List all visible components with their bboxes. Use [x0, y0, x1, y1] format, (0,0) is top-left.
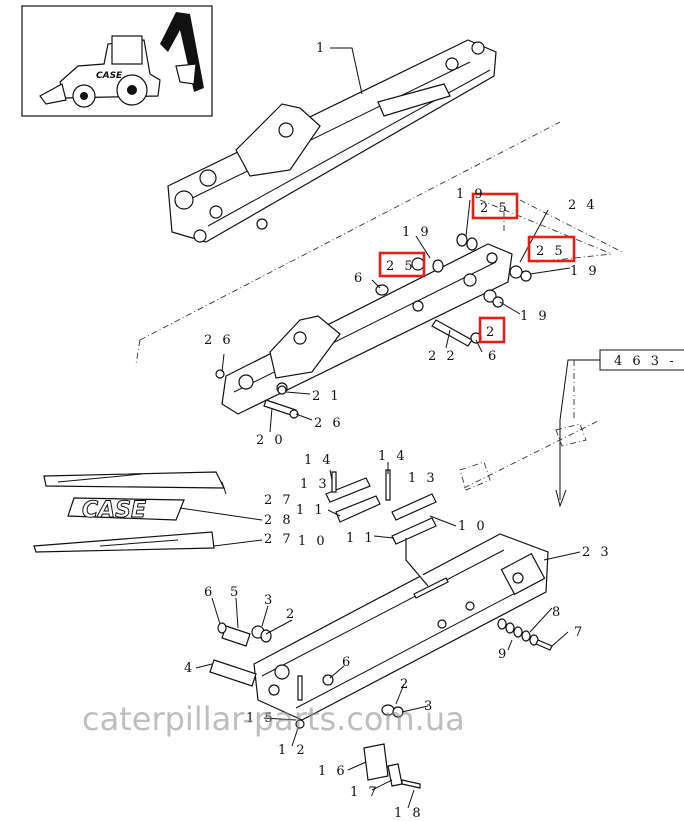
highlight-box-25-b — [527, 235, 576, 263]
middle-boom-assembly — [215, 233, 532, 419]
callout-7: 7 — [574, 625, 585, 640]
lower-arm-assembly — [209, 423, 587, 789]
callout-2-a: 2 — [486, 325, 497, 340]
thumbnail-case-logo: CASE — [96, 71, 123, 81]
callout-22: 2 2 — [428, 349, 458, 364]
callout-4: 4 — [184, 661, 195, 676]
callout-15: 1 5 — [246, 711, 276, 726]
highlight-box-25-c — [378, 251, 426, 278]
callout-2-b: 2 — [286, 607, 297, 622]
callout-5: 5 — [230, 585, 241, 600]
upper-boom-assembly — [167, 39, 497, 243]
callout-13-b: 1 3 — [408, 471, 438, 486]
callout-2-c: 2 — [400, 677, 411, 692]
callout-26-b: 2 6 — [314, 416, 344, 431]
callout-labels: 1 1 9 2 5 2 4 1 9 2 5 2 5 1 9 6 1 9 2 2 … — [184, 41, 612, 821]
callout-28: 2 8 — [264, 513, 294, 528]
highlight-box-25-a — [471, 192, 519, 220]
callout-19-d: 1 9 — [520, 309, 550, 324]
callout-16: 1 6 — [318, 764, 348, 779]
highlight-boxes — [378, 192, 576, 344]
assembly-outline — [135, 121, 623, 508]
callout-11-a: 1 1 — [296, 503, 326, 518]
callout-8: 8 — [552, 605, 563, 620]
callout-25-b: 2 5 — [536, 244, 566, 259]
callout-10-a: 1 0 — [298, 534, 328, 549]
callout-14-a: 1 4 — [304, 453, 334, 468]
callout-18: 1 8 — [394, 806, 424, 821]
callout-17: 1 7 — [350, 785, 380, 800]
callout-6-a: 6 — [354, 271, 365, 286]
callout-24: 2 4 — [568, 198, 598, 213]
callout-19-a: 1 9 — [456, 187, 486, 202]
callout-12: 1 2 — [278, 743, 308, 758]
callout-21: 2 1 — [312, 389, 342, 404]
callout-25-a: 2 5 — [480, 201, 510, 216]
callout-26-a: 2 6 — [204, 333, 234, 348]
highlight-box-2 — [478, 316, 506, 344]
callout-23: 2 3 — [582, 545, 612, 560]
reference-box-label: 4 6 3 - 0 — [614, 354, 684, 369]
callout-19-b: 1 9 — [402, 225, 432, 240]
case-decal-logo: CASE — [82, 498, 146, 523]
reference-box: 4 6 3 - 0 — [559, 349, 684, 421]
watermark: caterpillar-parts.com.ua — [82, 700, 465, 738]
callout-3-b: 3 — [424, 699, 435, 714]
machine-thumbnail: CASE — [21, 5, 213, 117]
callout-25-c: 2 5 — [386, 259, 416, 274]
callout-27-b: 2 7 — [264, 532, 294, 547]
callout-1: 1 — [316, 41, 327, 56]
callout-11-b: 1 1 — [346, 531, 376, 546]
callout-9: 9 — [498, 647, 509, 662]
callout-19-c: 1 9 — [570, 264, 600, 279]
callout-3-a: 3 — [264, 593, 275, 608]
callout-10-b: 1 0 — [458, 519, 488, 534]
callout-14-b: 1 4 — [378, 449, 408, 464]
callout-6-c: 6 — [204, 585, 215, 600]
case-decals: CASE — [33, 471, 225, 553]
callout-6-b: 6 — [488, 349, 499, 364]
callout-20: 2 0 — [256, 433, 286, 448]
callout-27-a: 2 7 — [264, 493, 294, 508]
callout-13-a: 1 3 — [300, 477, 330, 492]
callout-6-d: 6 — [342, 655, 353, 670]
